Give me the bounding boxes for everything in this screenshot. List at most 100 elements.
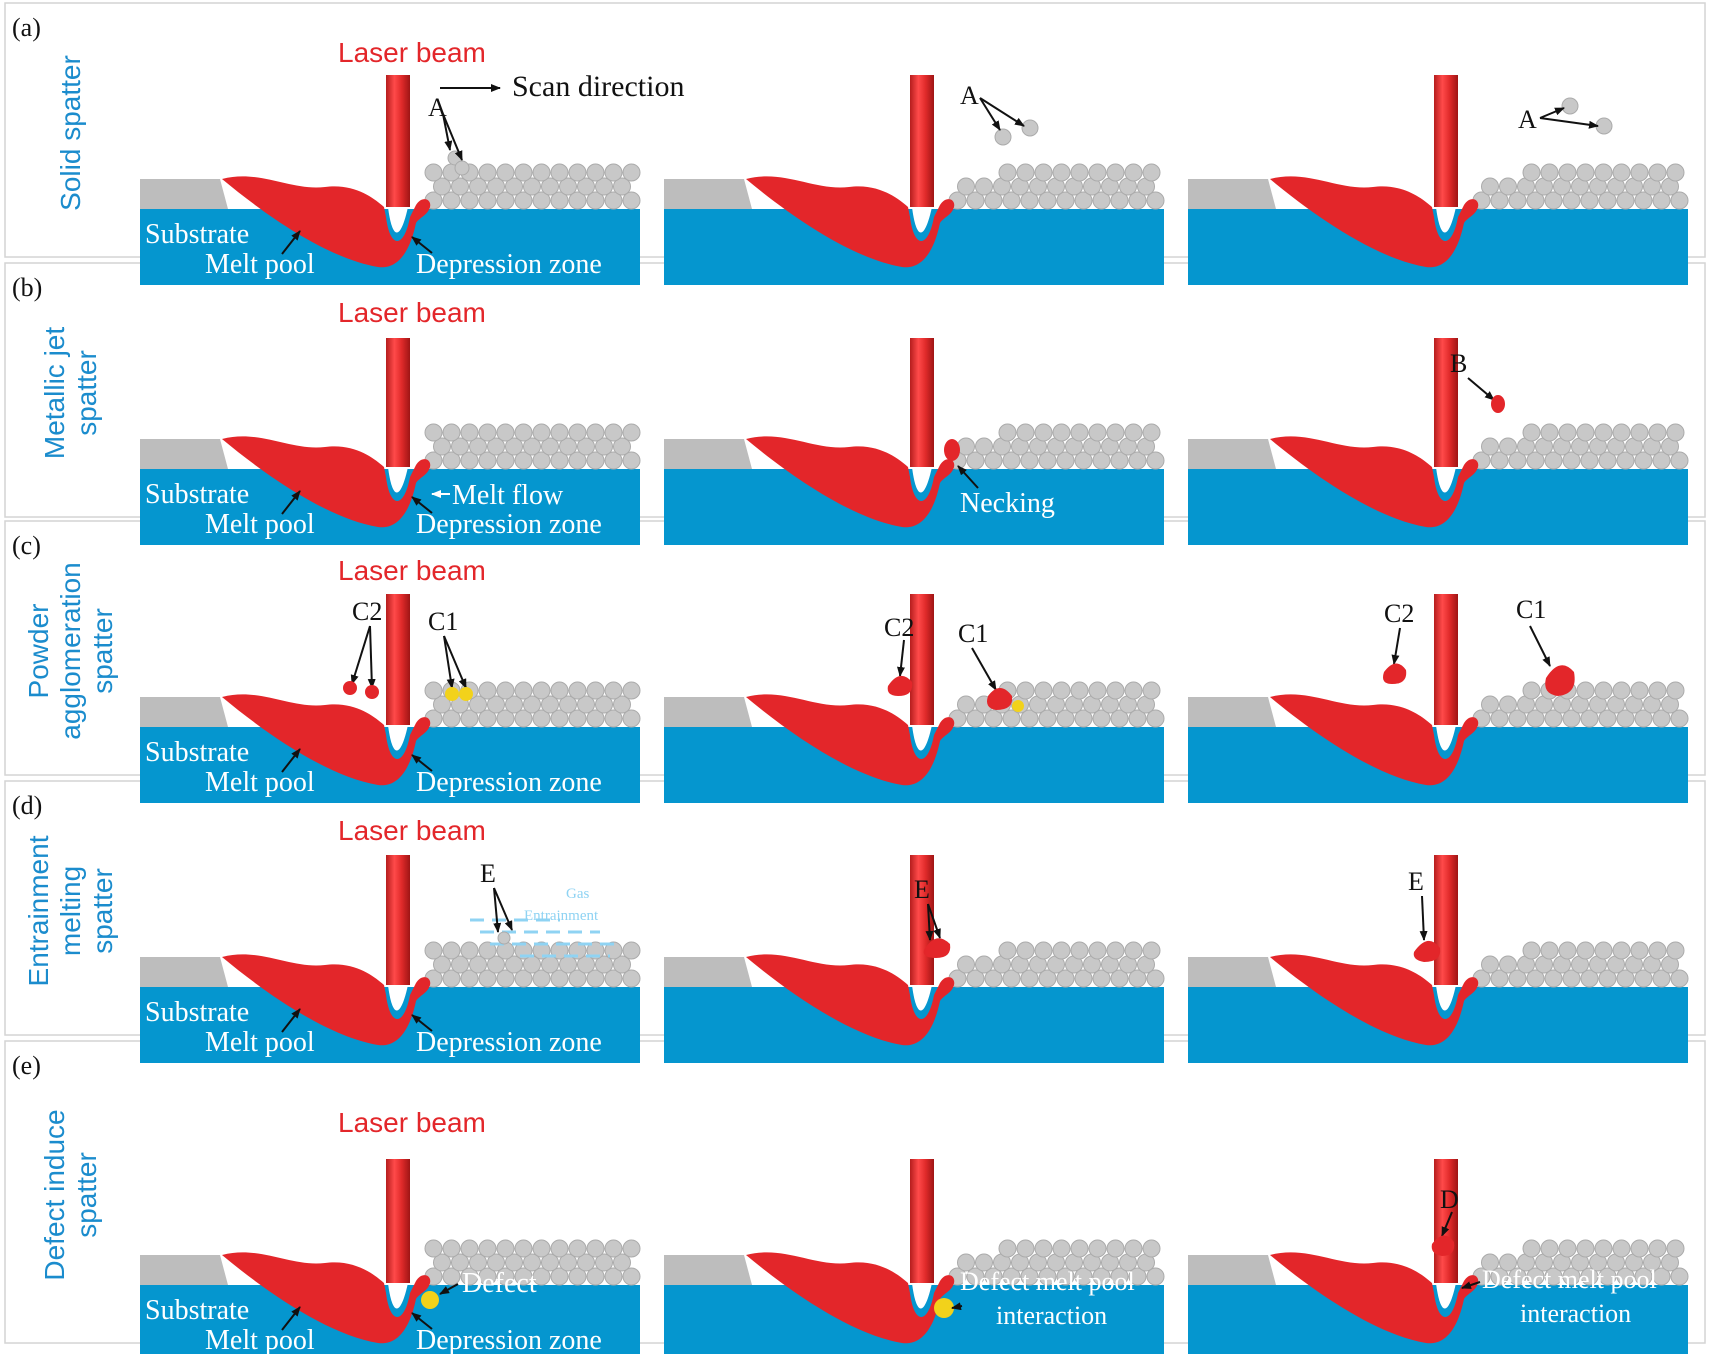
powder-particle	[433, 955, 451, 974]
powder-particle	[1598, 709, 1617, 728]
laser-beam	[910, 594, 934, 725]
powder-particle	[487, 955, 505, 974]
powder-particle	[586, 681, 605, 700]
powder-particle	[532, 163, 551, 182]
powder-particle	[586, 1239, 605, 1258]
powder-particle	[1146, 191, 1165, 210]
powder-particle	[622, 941, 641, 960]
powder-particle	[1544, 191, 1563, 210]
powder-particle	[975, 955, 993, 974]
powder-particle	[1106, 681, 1125, 700]
powder-particle	[966, 709, 985, 728]
powder-particle	[1558, 941, 1577, 960]
powder-particle	[586, 709, 605, 728]
agglomerate-particle	[887, 675, 913, 696]
powder-particle	[1616, 1267, 1635, 1286]
powder-particle	[1648, 941, 1667, 960]
melt-pool-arrow	[281, 230, 301, 255]
powder-particle	[424, 163, 443, 182]
row-title-line: Metallic jet	[39, 327, 70, 459]
powder-particle	[595, 1253, 613, 1272]
powder-particle	[424, 423, 443, 442]
callout-arrow	[979, 97, 1025, 127]
powder-particle	[1034, 941, 1053, 960]
laser-beam	[910, 855, 934, 985]
powder-particle	[523, 695, 541, 714]
powder-particle	[505, 1253, 523, 1272]
laser-beam	[386, 338, 410, 467]
solid-spatter-particle	[994, 128, 1012, 146]
agglomerate-particle	[445, 687, 459, 701]
powder-particle	[1648, 423, 1667, 442]
solid-spatter-particle	[1561, 97, 1579, 115]
powder-particle	[1056, 451, 1075, 470]
powder-particle	[1092, 709, 1111, 728]
powder-particle	[622, 709, 641, 728]
powder-particle	[1016, 163, 1035, 182]
powder-particle	[1634, 709, 1653, 728]
depression-zone	[388, 725, 408, 751]
metallic-jet-droplet	[944, 439, 960, 461]
powder-particle	[505, 695, 523, 714]
powder-particle	[1124, 1239, 1143, 1258]
powder-particle	[1124, 163, 1143, 182]
interaction-label: Defect melt pool	[1482, 1265, 1657, 1294]
powder-particle	[1110, 451, 1129, 470]
powder-particle	[1070, 941, 1089, 960]
powder-particle	[1002, 709, 1021, 728]
powder-particle	[1481, 437, 1499, 456]
powder-particle	[1052, 1239, 1071, 1258]
powder-particle	[1056, 709, 1075, 728]
powder-particle	[984, 451, 1003, 470]
powder-particle	[1616, 709, 1635, 728]
metallic-jet-droplet	[1491, 395, 1505, 413]
powder-particle	[966, 191, 985, 210]
powder-particle	[1074, 709, 1093, 728]
powder-particle	[1146, 709, 1165, 728]
powder-particle	[1576, 681, 1595, 700]
powder-particle	[532, 191, 551, 210]
powder-particle	[622, 1267, 641, 1286]
powder-particle	[1499, 1253, 1517, 1272]
gas-label: Gas	[566, 886, 589, 902]
powder-particle	[1124, 681, 1143, 700]
powder-particle	[1612, 1239, 1631, 1258]
powder-particle	[433, 695, 451, 714]
depression-zone-label: Depression zone	[416, 767, 602, 798]
powder-particle	[550, 1267, 569, 1286]
powder-particle	[595, 177, 613, 196]
powder-particle	[1630, 941, 1649, 960]
powder-particle	[550, 1239, 569, 1258]
powder-particle	[1540, 1239, 1559, 1258]
powder-particle	[957, 955, 975, 974]
powder-particle	[1576, 1239, 1595, 1258]
powder-particle	[1034, 163, 1053, 182]
powder-particle	[1558, 163, 1577, 182]
powder-particle	[1052, 423, 1071, 442]
panel-tag: (c)	[12, 531, 41, 560]
powder-particle	[1020, 451, 1039, 470]
powder-particle	[1481, 695, 1499, 714]
defect-arrow	[439, 1283, 459, 1295]
callout-arrow	[367, 625, 376, 689]
powder-particle	[595, 695, 613, 714]
depression-zone-label: Depression zone	[416, 1325, 602, 1354]
powder-particle	[1142, 941, 1161, 960]
powder-particle	[1594, 163, 1613, 182]
powder-particle	[1490, 451, 1509, 470]
callout-A: A	[960, 81, 979, 110]
callout-C2: C2	[352, 597, 382, 626]
powder-particle	[1490, 191, 1509, 210]
powder-particle	[496, 191, 515, 210]
powder-particle	[1070, 681, 1089, 700]
powder-particle	[451, 955, 469, 974]
powder-particle	[1562, 709, 1581, 728]
powder-particle	[1142, 681, 1161, 700]
melt-pool	[1270, 694, 1479, 786]
powder-particle	[1630, 423, 1649, 442]
row-title: Solid spatter	[55, 55, 86, 211]
powder-particle	[957, 177, 975, 196]
powder-particle	[478, 191, 497, 210]
